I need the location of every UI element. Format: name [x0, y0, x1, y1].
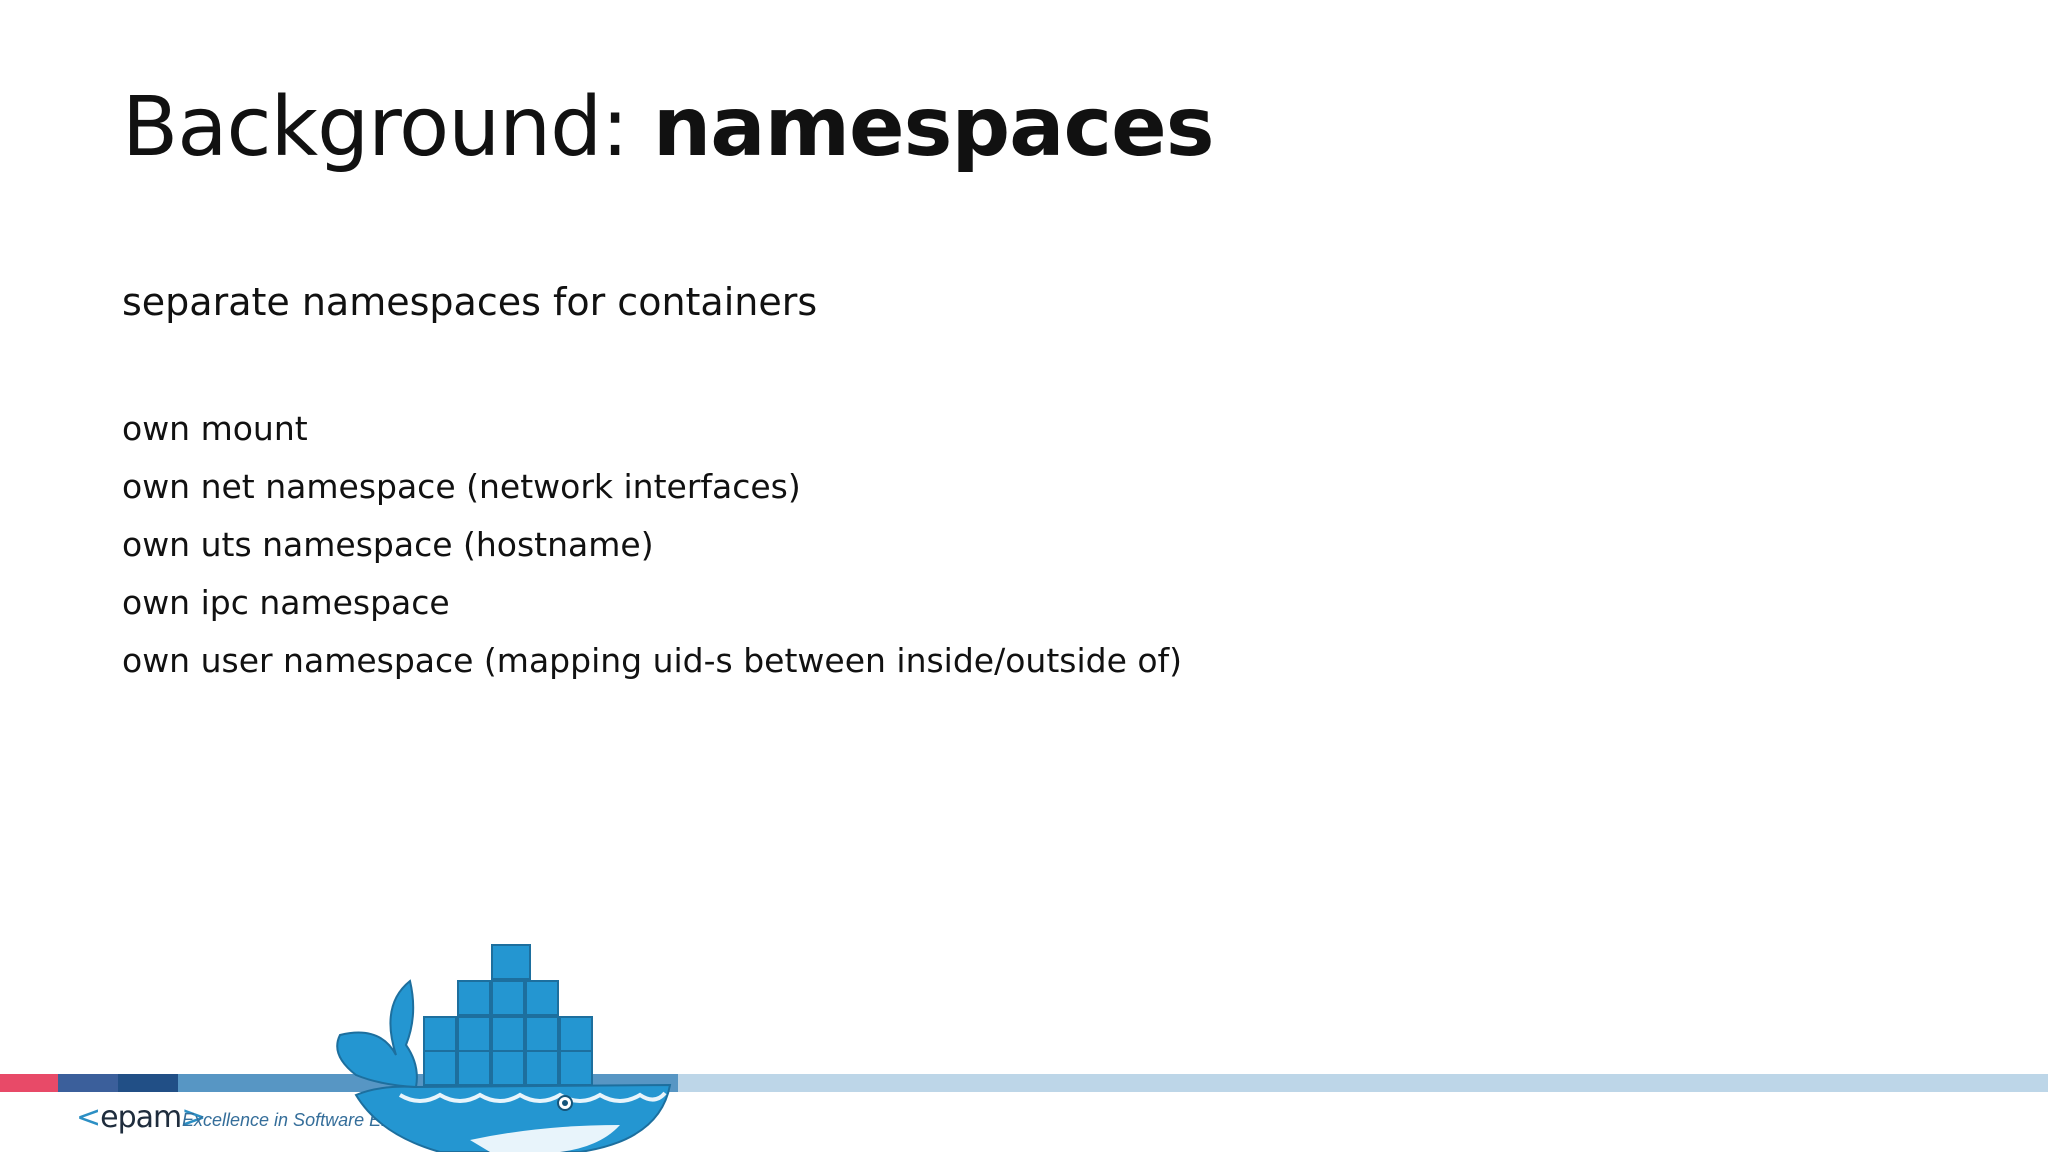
- logo-left-bracket: <: [76, 1100, 101, 1135]
- bullet-item: own net namespace (network interfaces): [122, 467, 801, 506]
- slide-title: Background: namespaces: [122, 78, 1215, 178]
- bullet-item: own user namespace (mapping uid-s betwee…: [122, 641, 1183, 680]
- docker-whale-icon: [336, 944, 672, 1152]
- bullet-item: own uts namespace (hostname): [122, 525, 654, 564]
- slide-subtitle: separate namespaces for containers: [122, 280, 818, 324]
- logo-right-bracket: >: [181, 1100, 206, 1135]
- epam-logo: <epam>: [76, 1100, 206, 1135]
- title-regular: Background:: [122, 80, 653, 175]
- bullet-item: own ipc namespace: [122, 583, 450, 622]
- footer-bar-dark-navy-segment: [118, 1074, 178, 1092]
- footer-bar-navy-segment: [58, 1074, 118, 1092]
- logo-text: epam: [100, 1100, 182, 1135]
- title-bold: namespaces: [652, 80, 1215, 175]
- footer-bar-red-segment: [0, 1074, 58, 1092]
- bullet-list: own mount own net namespace (network int…: [122, 400, 1182, 690]
- footer-color-bar: [0, 1074, 2048, 1092]
- bullet-item: own mount: [122, 409, 308, 448]
